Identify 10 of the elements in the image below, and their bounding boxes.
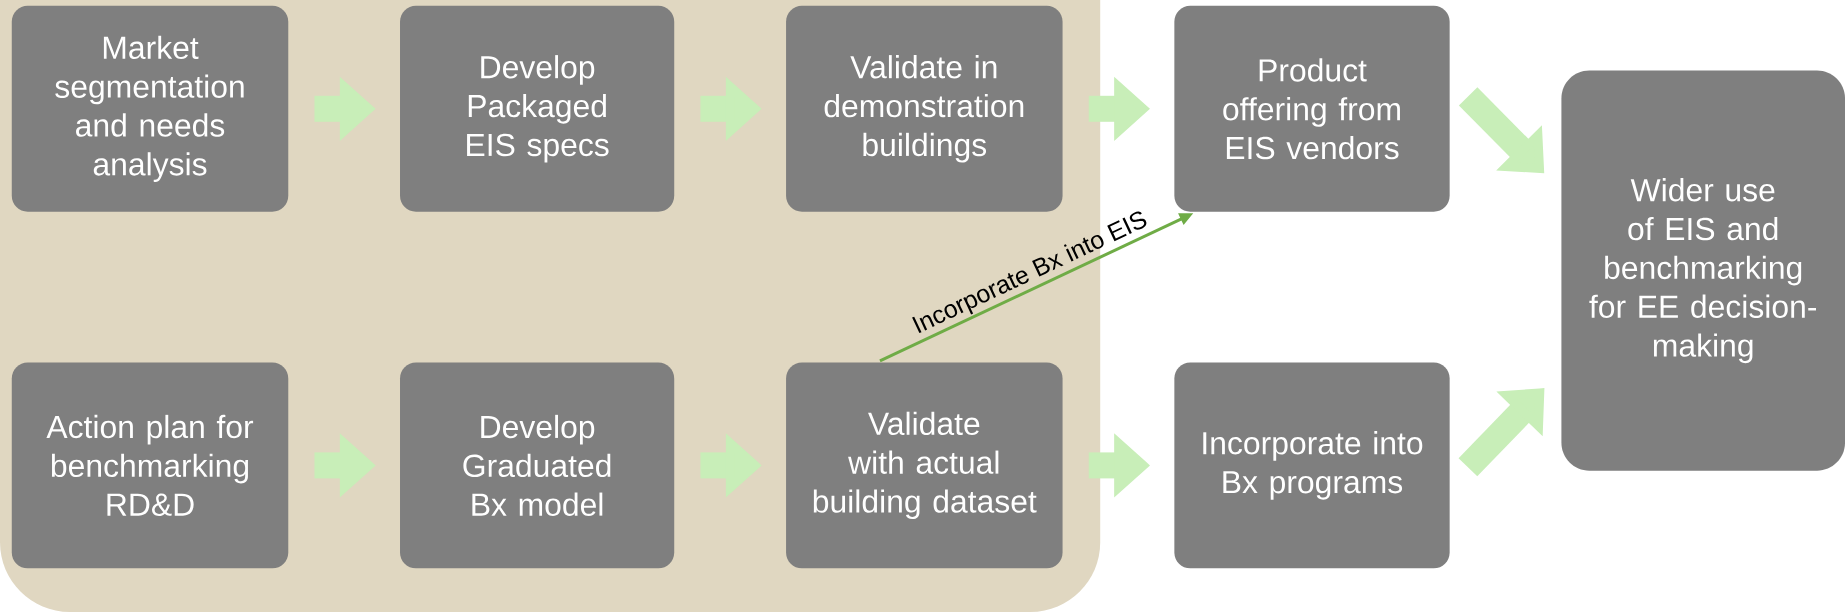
process-box: Validate with actual building dataset: [786, 362, 1063, 569]
process-box: Action plan for benchmarking RD&D: [11, 362, 289, 569]
process-box: Validate in demonstration buildings: [786, 5, 1063, 212]
process-box: Wider use of EIS and benchmarking for EE decision-making: [1561, 70, 1845, 471]
process-box: Product offering from EIS vendors: [1174, 5, 1450, 212]
process-box: Market segmentation and needs analysis: [11, 5, 289, 212]
process-box: Develop Packaged EIS specs: [400, 5, 675, 212]
process-box: Develop Graduated Bx model: [400, 362, 675, 569]
block-arrow: [1458, 388, 1545, 477]
process-box: Incorporate into Bx programs: [1174, 362, 1450, 569]
